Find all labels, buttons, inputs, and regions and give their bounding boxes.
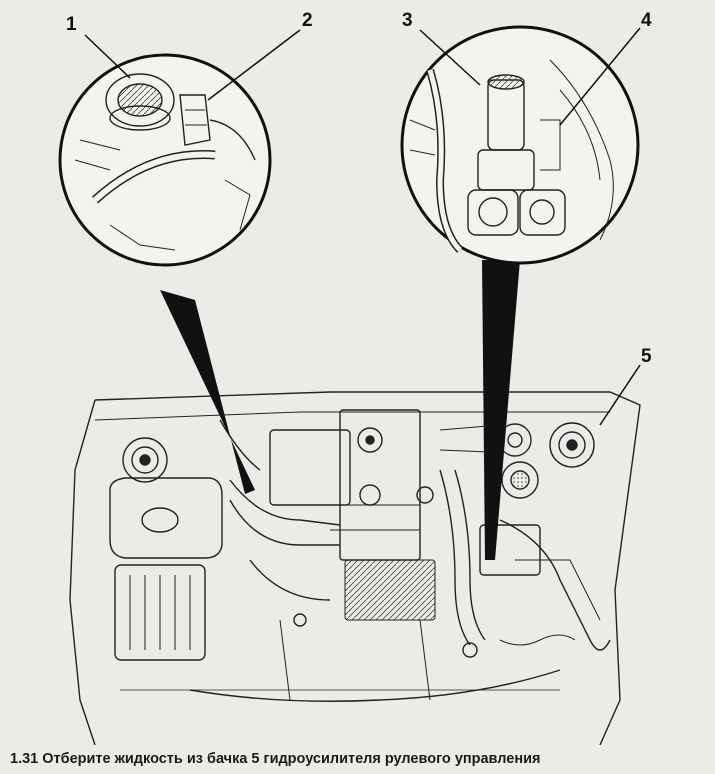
- callout-5: 5: [641, 346, 652, 367]
- detail-circle-left: [58, 29, 301, 494]
- callout-1: 1: [66, 14, 77, 35]
- detail-pointer-right: [482, 260, 520, 560]
- engine-compartment-illustration: 1 2 3 4 5: [58, 10, 652, 745]
- callout-5-leader: [599, 364, 641, 426]
- callout-4: 4: [641, 10, 652, 31]
- callout-2: 2: [302, 10, 313, 31]
- engine-bay-drawing: [69, 391, 641, 745]
- detail-circle-right: [400, 25, 641, 560]
- detail-pointer-left: [160, 290, 255, 494]
- figure-caption: 1.31 Отберите жидкость из бачка 5 гидроу…: [10, 751, 541, 767]
- callout-3: 3: [402, 10, 413, 31]
